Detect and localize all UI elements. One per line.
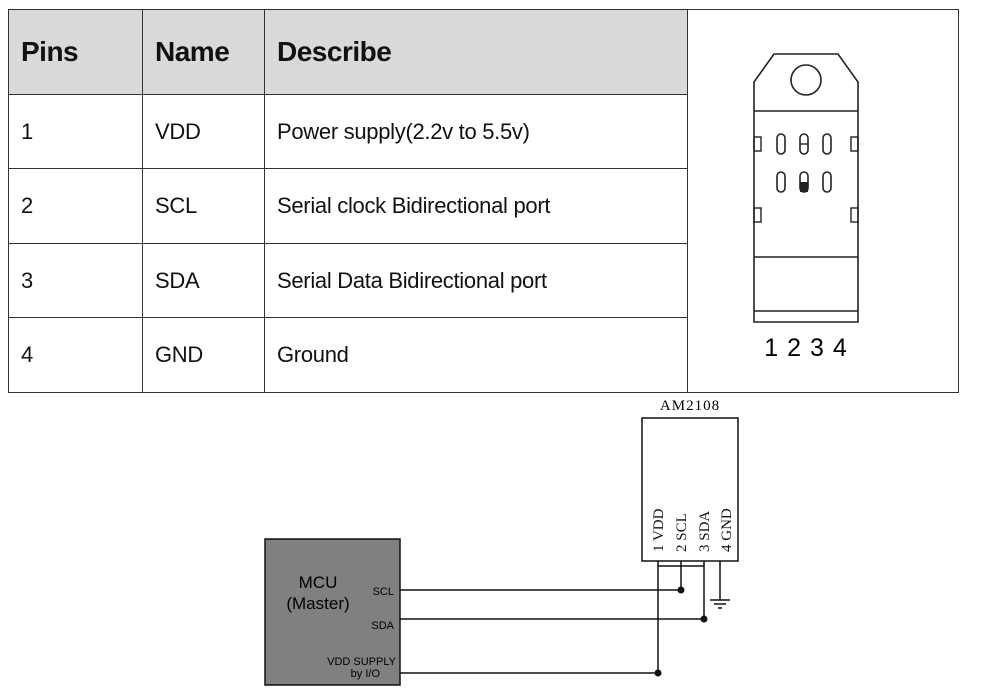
table-header-row: Pins Name Describe xyxy=(8,9,959,393)
mcu-label: MCU xyxy=(299,573,338,592)
junction-dot xyxy=(654,669,662,677)
pin-name: SCL xyxy=(142,168,265,244)
pin-number: 4 xyxy=(8,317,143,393)
table-row: 3 SDA Serial Data Bidirectional port xyxy=(8,242,959,319)
mcu-scl-label: SCL xyxy=(373,586,394,598)
table-row: 2 SCL Serial clock Bidirectional port xyxy=(8,168,959,244)
pin-description-table: Pins Name Describe xyxy=(8,9,959,393)
header-describe: Describe xyxy=(264,9,688,95)
mcu-vdd-sublabel: by I/O xyxy=(351,668,381,680)
pin-description: Serial Data Bidirectional port xyxy=(264,242,688,319)
package-drawing-cell: 1 2 3 4 xyxy=(687,9,959,393)
junction-dot xyxy=(700,615,708,623)
mcu-box xyxy=(264,538,401,686)
pin-description: Power supply(2.2v to 5.5v) xyxy=(264,93,688,170)
pin-number: 2 xyxy=(8,168,143,244)
pin-description: Serial clock Bidirectional port xyxy=(264,168,688,244)
pin-name: GND xyxy=(142,317,265,393)
pin-number: 1 xyxy=(8,93,143,170)
sensor-pin-label: 2 SCL xyxy=(674,513,690,552)
mcu-role-label: (Master) xyxy=(286,594,349,613)
sensor-module-box xyxy=(641,417,739,562)
pin-description: Ground xyxy=(264,317,688,393)
table-row: 1 VDD Power supply(2.2v to 5.5v) xyxy=(8,93,959,170)
sensor-package-drawing: 1 2 3 4 xyxy=(753,53,859,362)
sensor-pin-label: 4 GND xyxy=(719,508,735,552)
sensor-title: AM2108 xyxy=(660,398,720,414)
table-row: 4 GND Ground xyxy=(8,317,959,393)
package-pin-numbers: 1 2 3 4 xyxy=(764,334,847,362)
junction-dot xyxy=(677,586,685,594)
mcu-sda-label: SDA xyxy=(371,620,394,632)
header-pins: Pins xyxy=(8,9,143,95)
mcu-vdd-label: VDD SUPPLY xyxy=(327,656,397,668)
sensor-pin-label: 1 VDD xyxy=(651,508,667,552)
sensor-pin-label: 3 SDA xyxy=(697,511,713,552)
